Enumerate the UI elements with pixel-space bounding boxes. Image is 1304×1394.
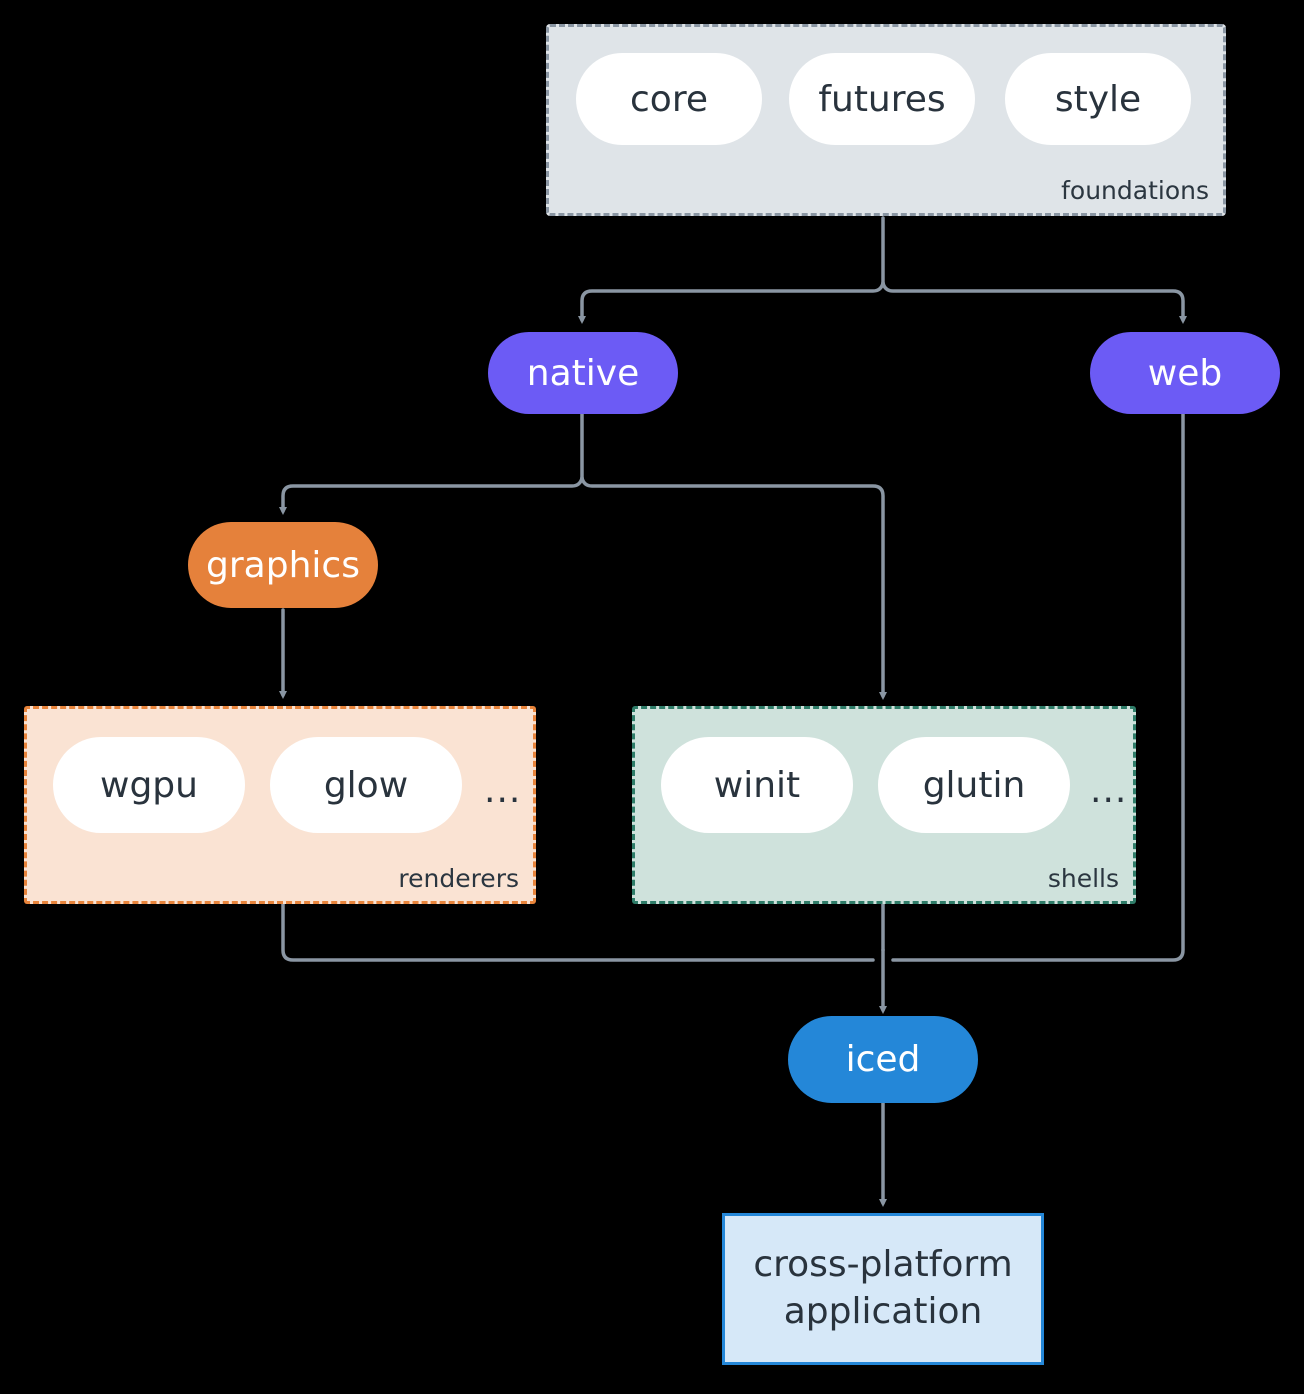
node-native[interactable]: native [488, 332, 678, 414]
pill-glutin-label: glutin [922, 764, 1026, 806]
pill-wgpu-label: wgpu [100, 764, 198, 806]
pill-winit[interactable]: winit [661, 737, 853, 833]
pill-core[interactable]: core [576, 53, 762, 145]
node-iced-label: iced [845, 1039, 921, 1080]
pill-winit-label: winit [713, 764, 801, 806]
edge-foundations-native [578, 281, 885, 324]
edge-renderers-iced [281, 902, 875, 962]
group-shells: winit glutin ... shells [632, 706, 1136, 904]
shells-more-indicator: ... [1090, 770, 1128, 811]
node-web[interactable]: web [1090, 332, 1280, 414]
pill-glow[interactable]: glow [270, 737, 462, 833]
pill-glow-label: glow [323, 764, 409, 806]
group-label-shells: shells [1047, 864, 1119, 893]
group-renderers: wgpu glow ... renderers [24, 706, 536, 904]
node-application[interactable]: cross-platform application [722, 1213, 1044, 1365]
edge-native-graphics [279, 476, 584, 515]
pill-style[interactable]: style [1005, 53, 1191, 145]
node-graphics-label: graphics [206, 544, 360, 586]
node-web-label: web [1147, 352, 1223, 394]
pill-futures-label: futures [818, 78, 946, 120]
group-label-renderers: renderers [398, 864, 519, 893]
renderers-more-indicator: ... [484, 770, 522, 811]
pill-glutin[interactable]: glutin [878, 737, 1070, 833]
group-foundations: core futures style foundations [546, 24, 1226, 216]
group-label-foundations: foundations [1061, 176, 1209, 205]
node-graphics[interactable]: graphics [188, 522, 378, 608]
node-native-label: native [526, 352, 640, 394]
pill-wgpu[interactable]: wgpu [53, 737, 245, 833]
application-line-1: cross-platform [753, 1244, 1013, 1286]
edge-foundations-web [881, 281, 1187, 324]
application-line-2: application [783, 1291, 983, 1332]
pill-style-label: style [1054, 78, 1142, 120]
pill-futures[interactable]: futures [789, 53, 975, 145]
edge-native-shells [580, 476, 887, 700]
node-iced[interactable]: iced [788, 1016, 978, 1103]
pill-core-label: core [630, 78, 708, 120]
